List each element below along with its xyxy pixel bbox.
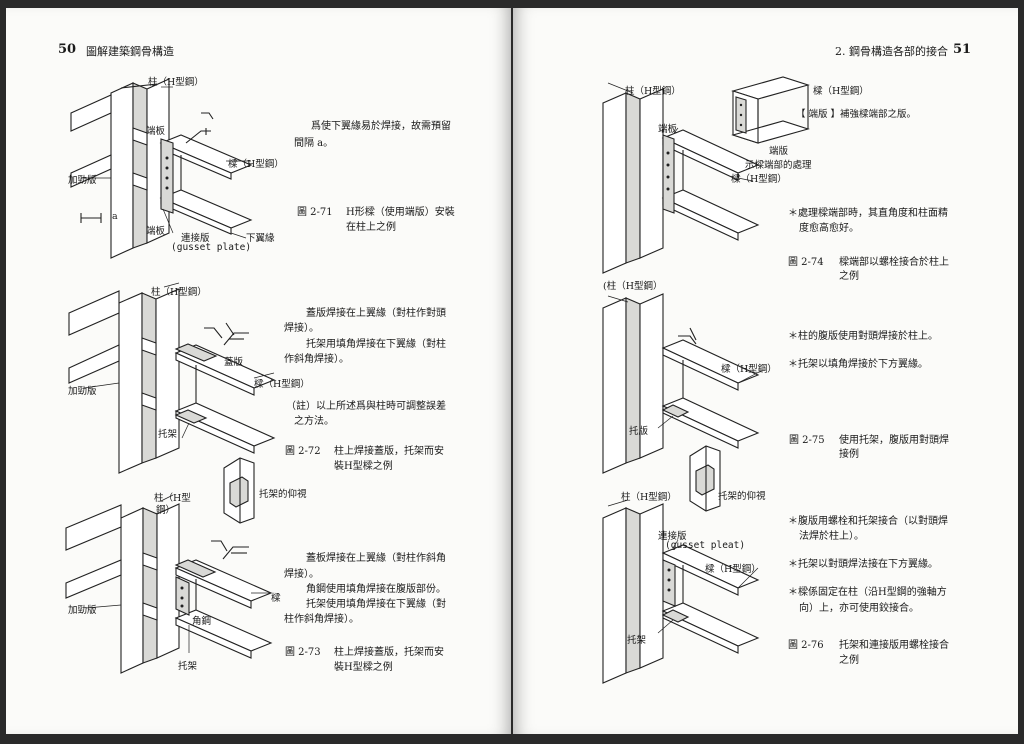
fig71-caption-line-1: H形樑（使用端版）安裝 xyxy=(346,207,455,218)
fig71-label-beam: 樑（H型鋼） xyxy=(228,159,284,170)
figure-2-74-drawing xyxy=(602,76,810,274)
fig72-label-column: 柱（H型鋼） xyxy=(151,287,207,298)
fig74-label-beam: 樑（H型鋼） xyxy=(731,174,787,185)
fig74-label-column: 柱（H型鋼） xyxy=(625,86,681,97)
fig74-label-beam-detail: 樑（H型鋼） xyxy=(813,86,869,97)
fig71-label-gusset-en: (gusset plate) xyxy=(171,242,252,253)
fig72-caption-line-2: 裝H型樑之例 xyxy=(334,461,393,472)
fig73-caption-line-1: 柱上焊接蓋版，托架而安 xyxy=(334,647,444,658)
fig76-note-3: ＊托架以對頭焊法接在下方翼緣。 xyxy=(788,559,938,570)
fig73-label-bracket: 托架 xyxy=(178,661,198,672)
fig71-label-end-plate: 端板 xyxy=(146,126,166,137)
fig71-label-lower-flange: 下翼緣 xyxy=(246,233,275,244)
fig76-label-gusset-en: (gusset pleat) xyxy=(665,540,746,551)
fig76-note-2: 法焊於柱上）。 xyxy=(799,531,864,542)
figure-2-73-drawing xyxy=(65,494,273,674)
fig73-label-column-2: 鋼） xyxy=(156,505,176,516)
fig71-label-gap: a xyxy=(112,211,118,222)
fig71-label-end-plate-lower: 端板 xyxy=(146,226,166,237)
figure-2-71-drawing xyxy=(70,78,253,259)
fig75-note-1: ＊柱的腹版使用對頭焊接於柱上。 xyxy=(788,331,938,342)
fig76-note-1: ＊腹版用螺栓和托架接合（以對頭焊 xyxy=(788,516,948,527)
fig72-label-cover-plate: 蓋版 xyxy=(224,357,244,368)
fig72-note-2: 焊接）。 xyxy=(284,323,319,334)
running-title: 圖解建築鋼骨構造 xyxy=(86,45,174,58)
fig74-label-end-plate: 端板 xyxy=(658,124,678,135)
fig74-label-end-plate-definition: 【 端版 】補強樑端部之版。 xyxy=(796,109,917,120)
fig73-caption-line-2: 裝H型樑之例 xyxy=(334,662,393,673)
fig72-note-1: 蓋版焊接在上翼緣（對柱作對頭 xyxy=(306,308,446,319)
page-number: 51 xyxy=(953,42,972,57)
fig71-caption-number: 圖 2-71 xyxy=(297,207,333,218)
fig76-caption-line-2: 之例 xyxy=(839,655,859,666)
fig72-caption-line-1: 柱上焊接蓋版，托架而安 xyxy=(334,446,444,457)
right-page: 2. 鋼骨構造各部的接合 51 xyxy=(513,8,1018,734)
fig76-label-beam: 樑（H型鋼） xyxy=(705,564,761,575)
fig72-note-4: 作斜角焊接）。 xyxy=(284,354,349,365)
fig75-label-bracket: 托版 xyxy=(629,426,649,437)
fig71-label-gusset: 連接版 xyxy=(181,233,210,244)
fig75-label-column: (柱（H型鋼） xyxy=(603,281,663,292)
fig72-label-bracket: 托架 xyxy=(158,429,178,440)
fig72-caption-number: 圖 2-72 xyxy=(285,446,321,457)
fig72-note-3: 托架用填角焊接在下翼緣（對柱 xyxy=(306,339,446,350)
fig74-caption-line-2: 之例 xyxy=(839,271,859,282)
fig75-caption-line-2: 接例 xyxy=(839,449,859,460)
fig76-label-column: 柱（H型鋼） xyxy=(621,492,677,503)
fig74-caption-line-1: 樑端部以螺栓接合於柱上 xyxy=(839,257,949,268)
left-page: 50 圖解建築鋼骨構造 xyxy=(6,8,511,734)
fig73-label-angle: 角鋼 xyxy=(192,616,212,627)
figure-2-76-drawing xyxy=(602,499,760,684)
figure-2-75-drawing xyxy=(602,293,764,512)
fig75-note-2: ＊托架以填角焊接於下方翼緣。 xyxy=(788,359,928,370)
fig74-label-end-plate-detail: 端版 xyxy=(769,146,789,157)
fig72-label-beam: 樑（H型鋼） xyxy=(254,379,310,390)
fig72-label-stiffener: 加勁版 xyxy=(68,386,97,397)
page-number: 50 xyxy=(58,42,77,57)
running-title: 2. 鋼骨構造各部的接合 xyxy=(835,45,948,58)
fig76-caption-line-1: 托架和連接版用螺栓接合 xyxy=(839,640,949,651)
fig72-label-bracket-detail: 托架的仰視 xyxy=(259,489,307,500)
fig74-label-detail-caption: 示樑端部的處理 xyxy=(745,160,812,171)
fig74-note-1: ＊處理樑端部時，其直角度和柱面精 xyxy=(788,208,948,219)
fig76-label-bracket: 托架 xyxy=(627,635,647,646)
fig71-label-stiffener: 加勁版 xyxy=(68,175,97,186)
fig73-note-4: 托架使用填角焊接在下翼緣（對 xyxy=(306,599,446,610)
fig72-note-6: 之方法。 xyxy=(294,416,334,427)
fig73-note-3: 角鋼使用填角焊接在腹版部份。 xyxy=(306,584,446,595)
fig75-caption-number: 圖 2-75 xyxy=(789,435,825,446)
fig71-caption-line-2: 在柱上之例 xyxy=(346,222,396,233)
fig76-label-gusset: 連接版 xyxy=(658,531,687,542)
fig75-label-beam: 樑（H型鋼） xyxy=(721,364,777,375)
fig75-label-bracket-detail: 托架的仰視 xyxy=(718,491,766,502)
fig73-note-5: 柱作斜角焊接）。 xyxy=(284,614,359,625)
fig74-note-2: 度愈高愈好。 xyxy=(799,223,859,234)
fig75-caption-line-1: 使用托架，腹版用對頭焊 xyxy=(839,435,949,446)
fig74-caption-number: 圖 2-74 xyxy=(788,257,824,268)
fig76-note-5: 向）上，亦可使用鉸接合。 xyxy=(799,603,919,614)
fig73-caption-number: 圖 2-73 xyxy=(285,647,321,658)
fig71-note-2: 間隔 a。 xyxy=(294,138,334,149)
fig76-note-4: ＊樑係固定在柱（沿H型鋼的強軸方 xyxy=(788,587,947,598)
fig76-caption-number: 圖 2-76 xyxy=(788,640,824,651)
fig73-note-1: 蓋板焊接在上翼緣（對柱作斜角 xyxy=(306,553,446,564)
fig71-label-column: 柱（H型鋼） xyxy=(148,77,204,88)
fig73-label-stiffener: 加勁版 xyxy=(68,605,97,616)
fig71-note-1: 爲使下翼緣易於焊接，故需預留 xyxy=(311,121,451,132)
figure-2-72-drawing xyxy=(68,282,276,524)
fig72-note-5: （註）以上所述爲與柱時可調整誤差 xyxy=(286,401,446,412)
fig73-note-2: 焊接）。 xyxy=(284,569,319,580)
fig73-label-column: 柱（H型 xyxy=(154,493,191,504)
fig73-label-beam: 樑 xyxy=(271,593,281,604)
